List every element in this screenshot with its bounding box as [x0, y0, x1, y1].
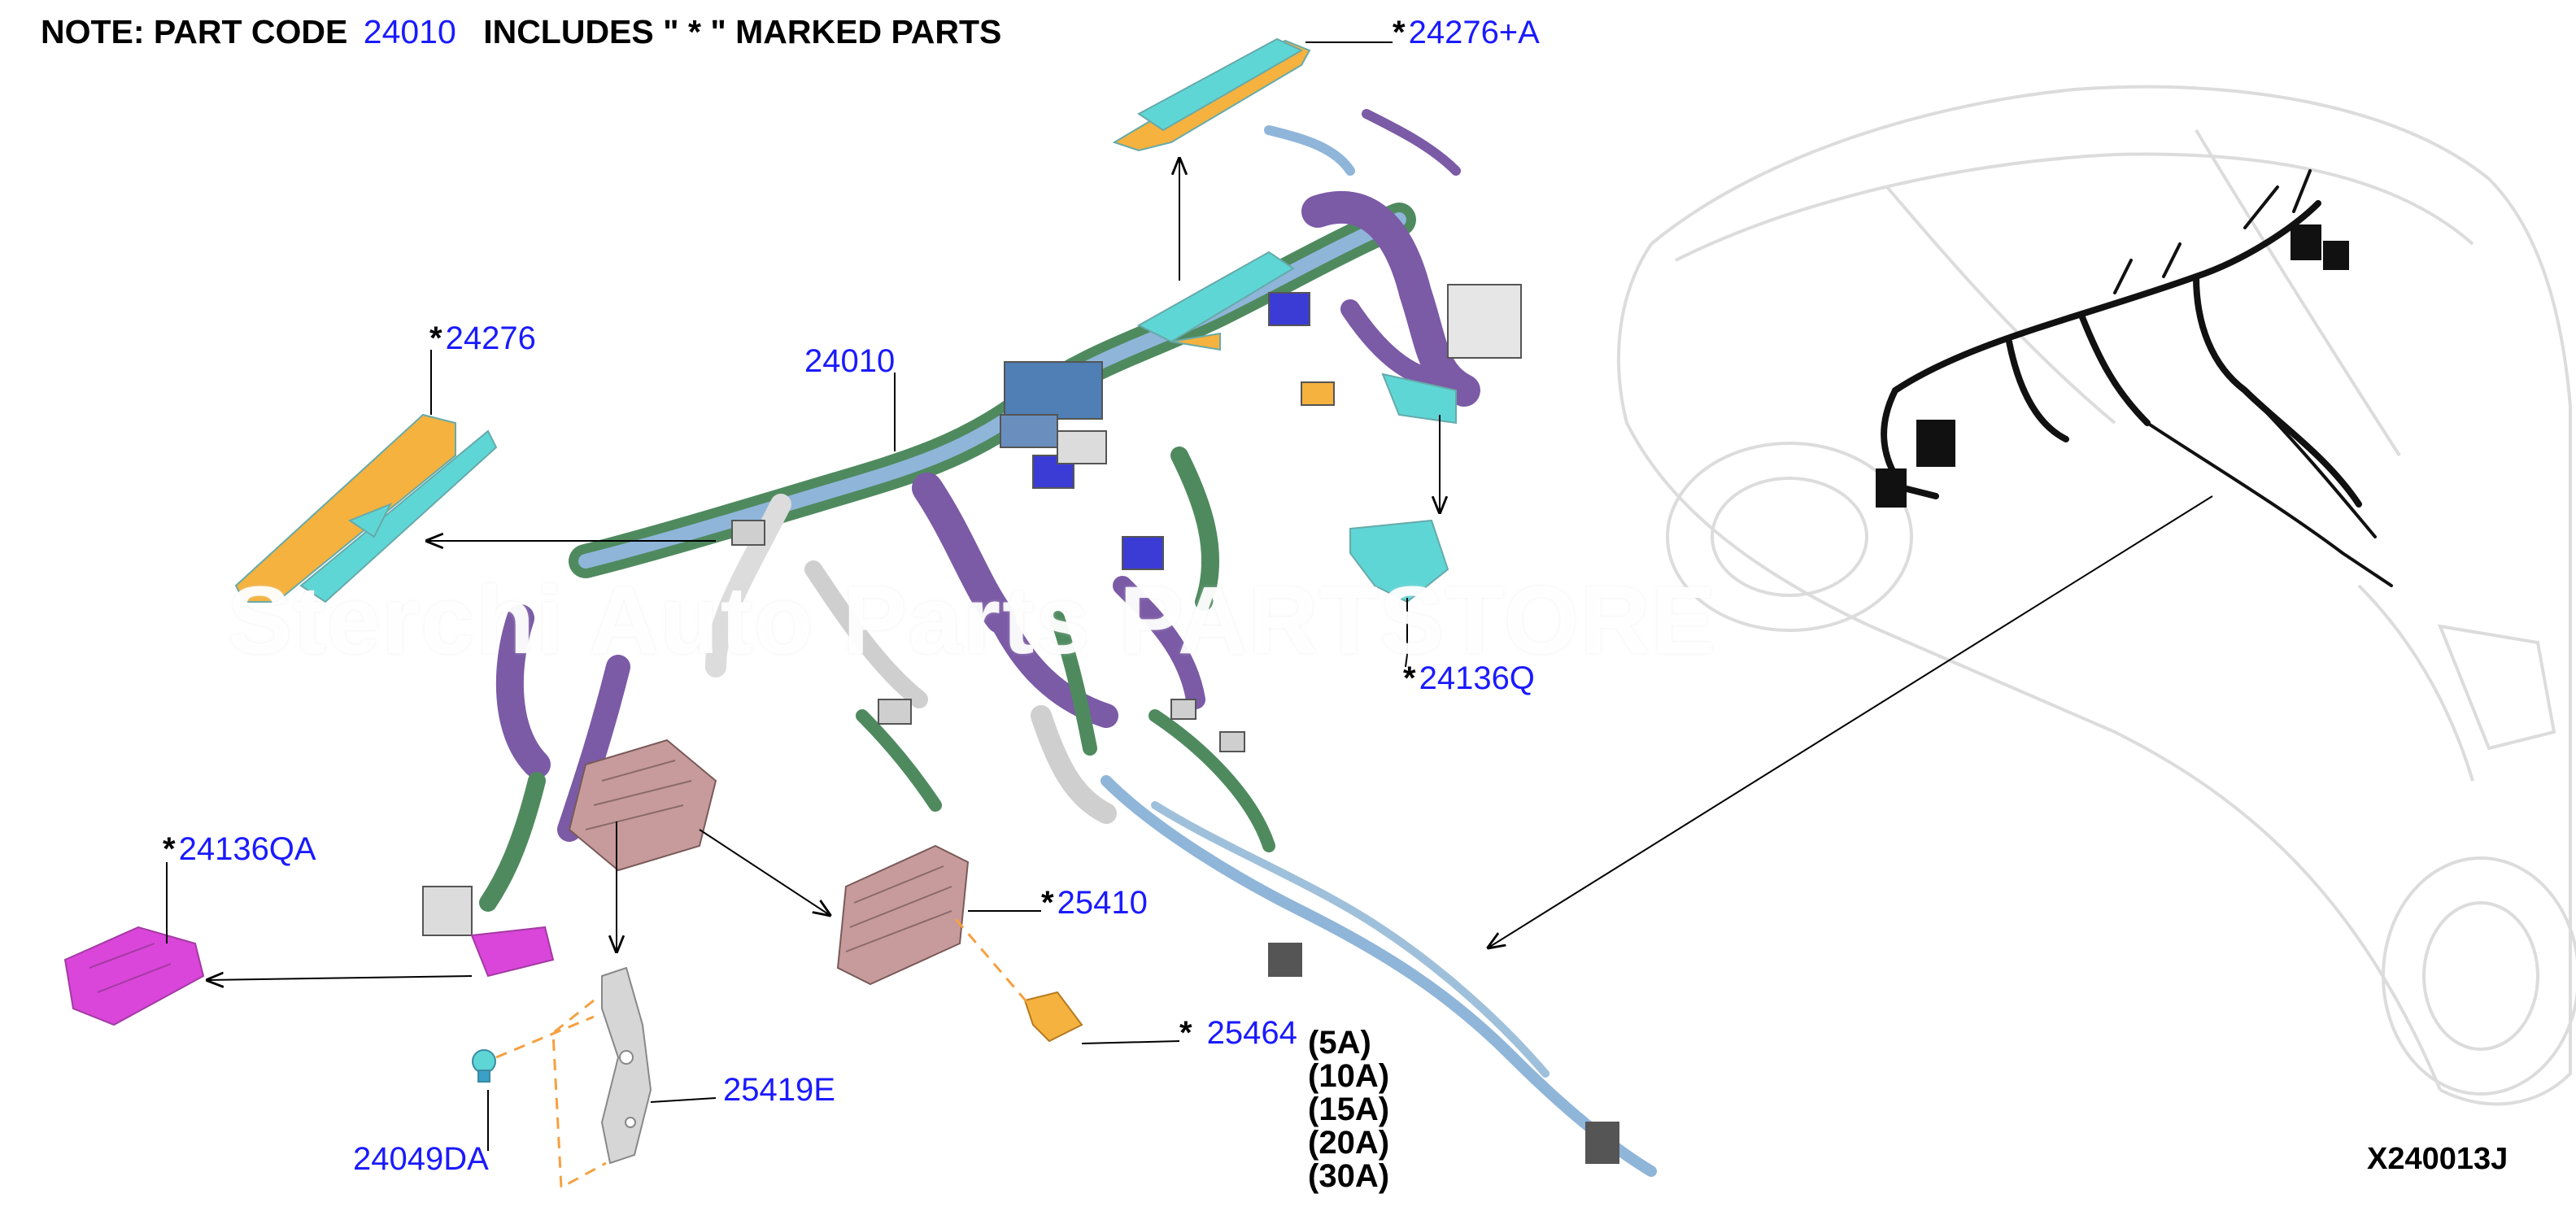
fuse-rating: (30A)	[1308, 1158, 1390, 1194]
part-label-24136Q[interactable]: *24136Q	[1403, 662, 1535, 695]
fuse-ratings-list: (5A) (10A) (15A) (20A) (30A)	[1308, 1026, 1389, 1193]
bracket-24276	[234, 413, 498, 604]
installed-fuse-block	[568, 739, 717, 872]
fuse-rating: (10A)	[1308, 1058, 1390, 1094]
part-label-24276[interactable]: *24276	[429, 322, 536, 355]
bracket-24276A	[1112, 37, 1311, 152]
bracket-installed	[1136, 251, 1295, 351]
part-label-24049DA[interactable]: 24049DA	[350, 1143, 489, 1175]
part-label-25464[interactable]: * 25464	[1179, 1017, 1297, 1049]
relay-block-25410	[836, 844, 970, 986]
callout-arrows	[207, 159, 2213, 980]
marked-star: *	[1393, 15, 1406, 50]
in-vehicle-harness	[1876, 169, 2393, 587]
leader-lines	[166, 41, 1408, 1151]
marked-star: *	[1041, 885, 1054, 921]
diagram-reference: X240013J	[2367, 1142, 2508, 1176]
part-label-24276A[interactable]: *24276+A	[1393, 16, 1540, 49]
part-code[interactable]: 24136QA	[178, 831, 316, 867]
bracket-25419E	[600, 966, 652, 1165]
part-code[interactable]: 25464	[1206, 1015, 1297, 1051]
fuse-rating: (15A)	[1308, 1092, 1390, 1127]
part-code[interactable]: 24276	[445, 320, 536, 356]
clip-24049DA	[472, 1049, 496, 1083]
fuse-25464	[1023, 991, 1083, 1043]
part-code[interactable]: 24136Q	[1419, 660, 1535, 696]
part-label-24136QA[interactable]: *24136QA	[163, 833, 316, 865]
marked-star: *	[163, 831, 176, 867]
marked-star: *	[429, 320, 442, 356]
part-code[interactable]: 25410	[1057, 885, 1148, 921]
fuse-rating: (5A)	[1308, 1025, 1371, 1061]
part-code[interactable]: 24276+A	[1408, 15, 1540, 50]
part-code[interactable]: 24049DA	[353, 1141, 489, 1177]
note-part-code[interactable]: 24010	[363, 13, 456, 50]
note-header: NOTE: PART CODE 24010 INCLUDES " * " MAR…	[41, 13, 1001, 51]
part-label-24010[interactable]: 24010	[801, 345, 895, 377]
fuse-rating: (20A)	[1308, 1125, 1390, 1161]
bracket-24136QA	[63, 926, 555, 1026]
marked-star: *	[1403, 660, 1416, 696]
note-suffix: INCLUDES " * " MARKED PARTS	[483, 13, 1002, 50]
harness-connectors	[422, 284, 1619, 1164]
part-code[interactable]: 25419E	[723, 1072, 835, 1108]
vehicle-silhouette	[1617, 85, 2576, 1106]
part-label-25410[interactable]: *25410	[1041, 887, 1148, 919]
watermark: Sterchi Auto Parts PARTSTORE	[228, 567, 1717, 674]
marked-star: *	[1179, 1015, 1192, 1051]
part-label-25419E[interactable]: 25419E	[720, 1074, 835, 1106]
part-code[interactable]: 24010	[804, 343, 896, 379]
note-prefix: NOTE: PART CODE	[41, 13, 348, 50]
assembly-dashes	[495, 918, 1031, 1190]
